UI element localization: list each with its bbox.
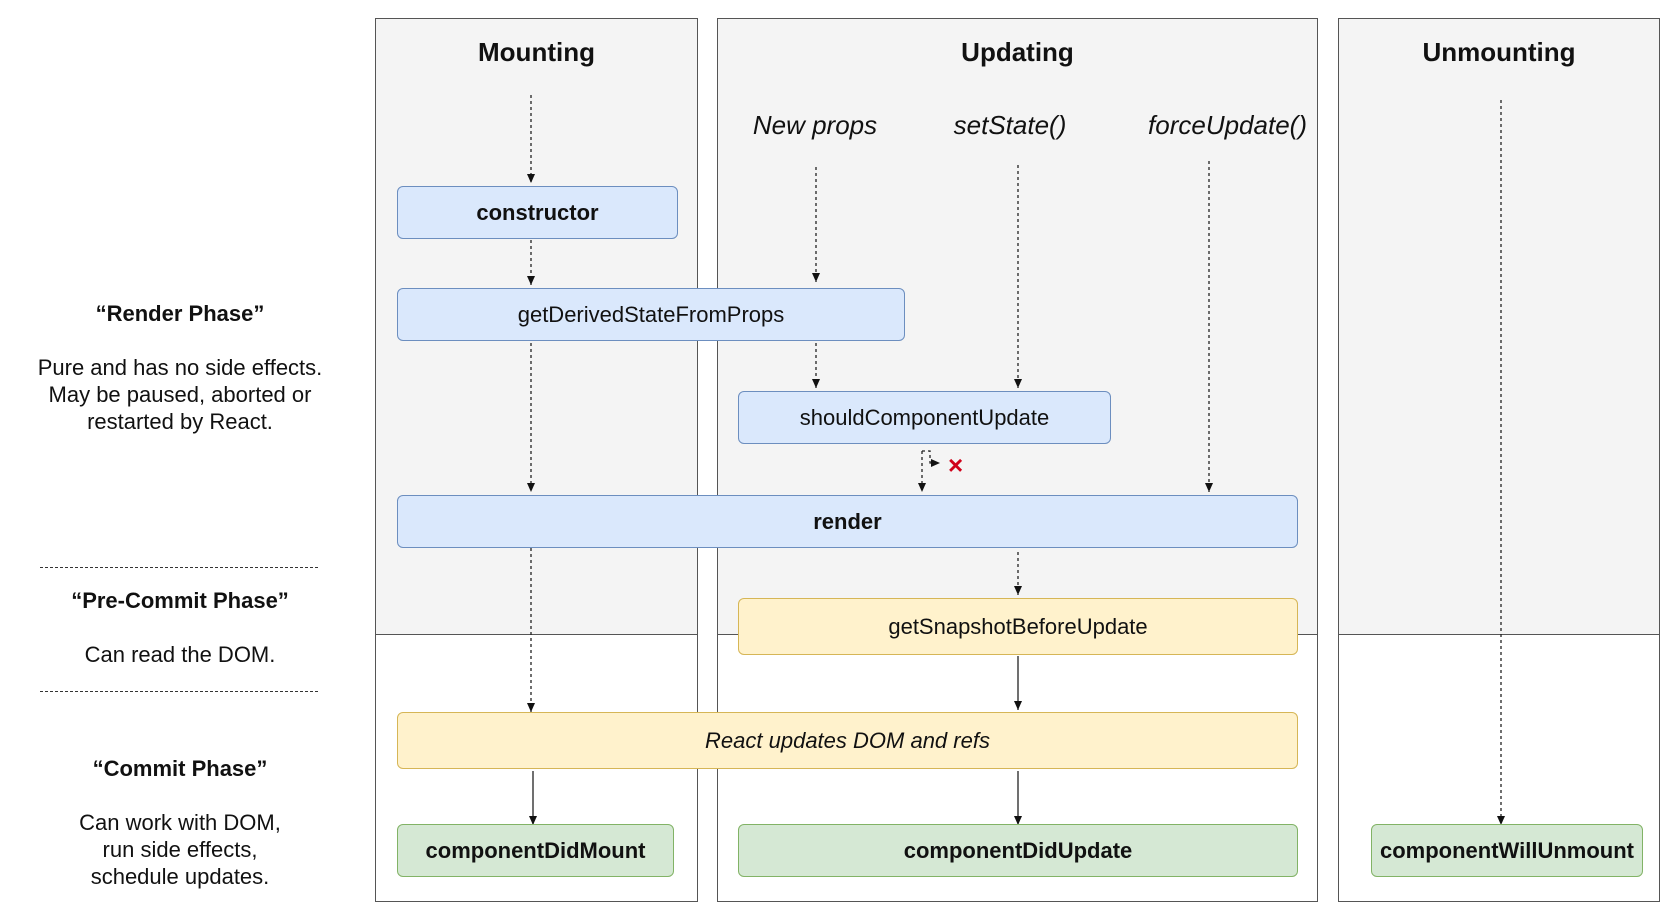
trigger-set-state: setState() bbox=[953, 110, 1067, 140]
trigger-new-props: New props bbox=[752, 110, 878, 140]
trigger-force-update: forceUpdate() bbox=[1148, 110, 1307, 140]
column-unmounting: Unmounting bbox=[1338, 18, 1660, 902]
phase-pre-commit-description: Can read the DOM. bbox=[84, 642, 276, 667]
phase-commit: “Commit Phase” Can work with DOM, run si… bbox=[20, 755, 340, 890]
phase-commit-description: Can work with DOM, run side effects, sch… bbox=[79, 810, 281, 889]
red-x-icon: × bbox=[948, 450, 964, 480]
phase-render: “Render Phase” Pure and has no side effe… bbox=[20, 300, 340, 435]
box-constructor: constructor bbox=[397, 186, 678, 239]
phase-commit-title: “Commit Phase” bbox=[92, 756, 268, 781]
phase-render-description: Pure and has no side effects. May be pau… bbox=[37, 355, 323, 434]
box-component-will-unmount: componentWillUnmount bbox=[1371, 824, 1643, 877]
phase-pre-commit-title: “Pre-Commit Phase” bbox=[71, 588, 289, 613]
column-title-updating: Updating bbox=[961, 37, 1074, 67]
box-react-updates-dom: React updates DOM and refs bbox=[397, 712, 1298, 769]
column-updating: Updating bbox=[717, 18, 1318, 902]
phase-pre-commit: “Pre-Commit Phase” Can read the DOM. bbox=[20, 587, 340, 668]
column-title-mounting: Mounting bbox=[478, 37, 595, 67]
phase-separator bbox=[40, 567, 318, 568]
column-divider bbox=[1339, 634, 1659, 635]
column-divider bbox=[376, 634, 697, 635]
phase-render-title: “Render Phase” bbox=[95, 301, 265, 326]
box-should-component-update: shouldComponentUpdate bbox=[738, 391, 1111, 444]
box-render: render bbox=[397, 495, 1298, 548]
column-title-unmounting: Unmounting bbox=[1422, 37, 1576, 67]
column-mounting: Mounting bbox=[375, 18, 698, 902]
box-get-derived-state-from-props: getDerivedStateFromProps bbox=[397, 288, 905, 341]
box-component-did-mount: componentDidMount bbox=[397, 824, 674, 877]
phase-separator bbox=[40, 691, 318, 692]
box-get-snapshot-before-update: getSnapshotBeforeUpdate bbox=[738, 598, 1298, 655]
box-component-did-update: componentDidUpdate bbox=[738, 824, 1298, 877]
